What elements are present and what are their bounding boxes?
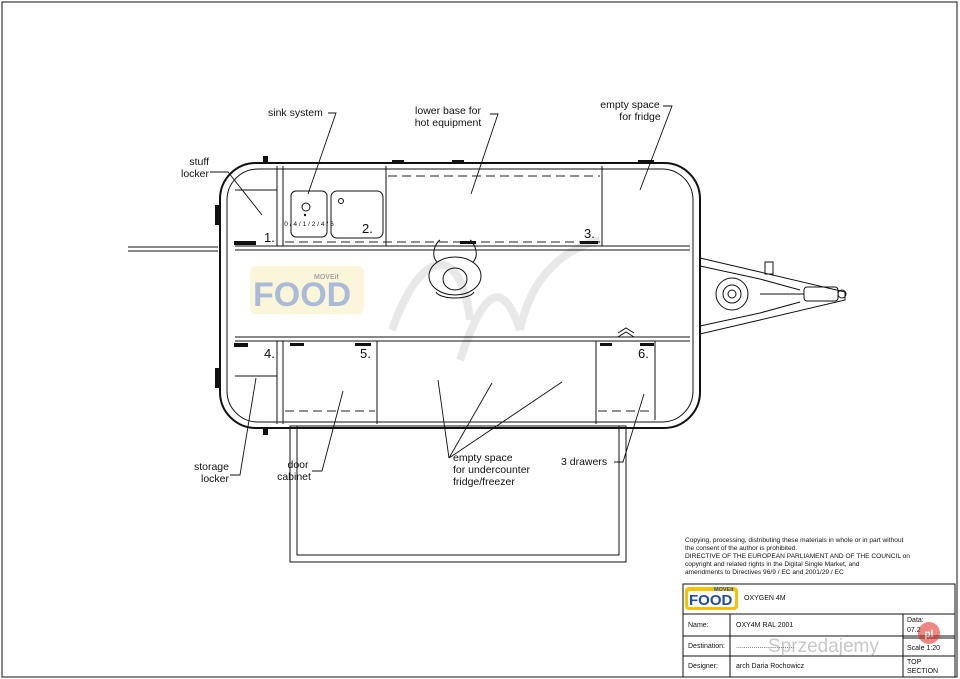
compartment-1: 1. xyxy=(264,230,275,245)
compartment-numbers: 1. 2. 3. 4. 5. 6. xyxy=(264,221,649,361)
destination-value: .............................. xyxy=(736,643,794,650)
compartment-2: 2. xyxy=(362,221,373,236)
compartment-4: 4. xyxy=(264,346,275,361)
title-block-logo: MOVEit FOOD xyxy=(685,587,738,610)
faint-watermark-strokes xyxy=(388,236,602,362)
copyright-line-4: copyright and related rights in the Digi… xyxy=(685,561,860,568)
compartment-3: 3. xyxy=(584,226,595,241)
name-label: Name: xyxy=(688,622,709,629)
bottom-counter xyxy=(234,327,690,424)
label-sink-system: sink system xyxy=(268,107,323,119)
label-undercounter-2: for undercounter xyxy=(453,464,531,476)
leader-lines xyxy=(210,105,673,476)
logo-tag: MOVEit xyxy=(714,587,734,593)
label-lower-base-2: hot equipment xyxy=(415,117,482,129)
label-door: door xyxy=(287,459,309,471)
label-stuff: stuff xyxy=(189,156,209,168)
compartment-6: 6. xyxy=(638,346,649,361)
compartment-5: 5. xyxy=(360,346,371,361)
designer-value: arch Daria Rochowicz xyxy=(736,663,805,670)
label-3-drawers: 3 drawers xyxy=(561,456,607,468)
destination-label: Destination: xyxy=(688,643,725,650)
right-hitch xyxy=(699,257,847,335)
section-value-1: TOP xyxy=(907,659,922,666)
title-block: MOVEit FOOD OXYGEN 4M Name: OXY4M RAL 20… xyxy=(682,583,956,678)
moveit-food-watermark: MOVEit FOOD xyxy=(250,266,364,314)
label-undercounter-3: fridge/freezer xyxy=(453,476,515,488)
site-watermark-text: Sprzedajemy xyxy=(768,636,879,657)
label-locker: locker xyxy=(181,168,210,180)
svg-text:0 / 4 / 1 / 2 / 4 / 6: 0 / 4 / 1 / 2 / 4 / 6 xyxy=(284,221,334,228)
copyright-line-5: amendments to Directives 96/9 / EC and 2… xyxy=(685,569,844,576)
project-name: OXYGEN 4M xyxy=(744,595,786,602)
label-storage: storage xyxy=(194,461,229,473)
label-empty-fridge-1: empty space xyxy=(600,99,660,111)
person-top-view xyxy=(428,239,482,299)
designer-label: Designer: xyxy=(688,663,718,670)
label-storage-locker: locker xyxy=(201,473,230,485)
copyright-line-1: Copying, processing, distributing these … xyxy=(685,537,904,544)
date-label: Data: xyxy=(907,617,924,624)
label-cabinet: cabinet xyxy=(277,471,311,483)
copyright-note: Copying, processing, distributing these … xyxy=(685,537,910,576)
watermark-brand: FOOD xyxy=(253,276,351,314)
watermark-tag: MOVEit xyxy=(314,274,340,281)
annotation-labels: stuff locker sink system lower base for … xyxy=(181,99,661,488)
site-watermark: Sprzedajemy pl xyxy=(768,622,940,657)
label-lower-base-1: lower base for xyxy=(415,105,481,117)
top-counter xyxy=(234,166,690,251)
sink-unit: 0 / 4 / 1 / 2 / 4 / 6 xyxy=(284,190,384,239)
left-drawbar xyxy=(128,246,218,252)
logo-text: FOOD xyxy=(689,592,732,609)
site-badge-text: pl xyxy=(925,629,934,640)
scale-value: Scale 1:20 xyxy=(907,645,940,652)
label-empty-fridge-2: for fridge xyxy=(619,111,661,123)
copyright-line-3: DIRECTIVE OF THE EUROPEAN PARLIAMENT AND… xyxy=(685,553,910,560)
rear-platform xyxy=(289,425,627,563)
copyright-line-2: the consent of the author is prohibited. xyxy=(685,545,797,552)
name-value: OXY4M RAL 2001 xyxy=(736,622,793,629)
site-badge-icon xyxy=(918,622,940,644)
section-value-2: SECTION xyxy=(907,668,938,675)
date-value: 07.2 xyxy=(907,627,921,634)
label-undercounter-1: empty space xyxy=(453,452,513,464)
